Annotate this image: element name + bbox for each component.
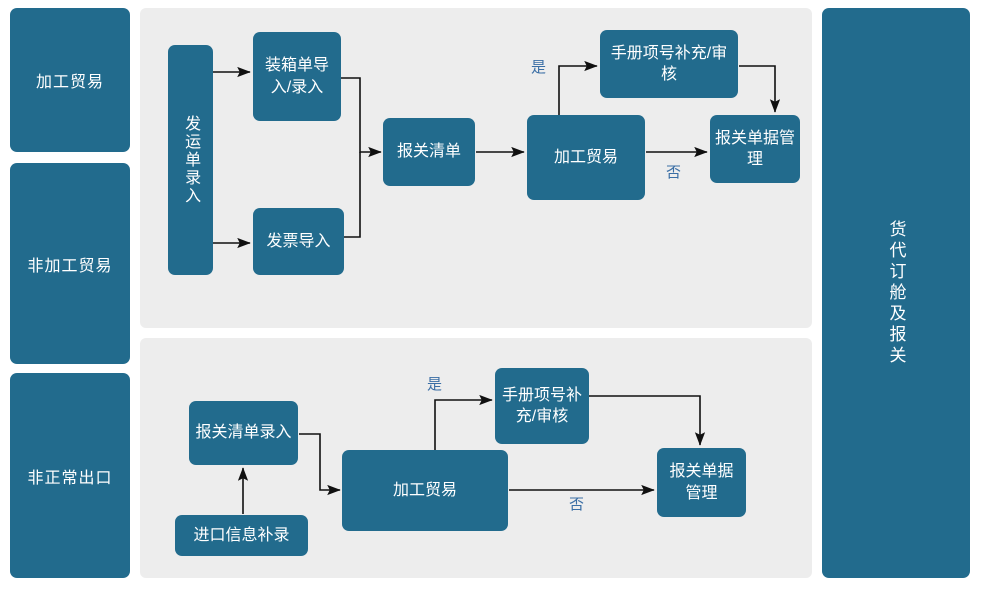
edge-label-no-bottom: 否: [569, 493, 584, 514]
right-sidebar-label: 货代订舱及报关: [886, 219, 906, 367]
node-label: 报关清单录入: [195, 424, 292, 442]
node-label: 报关清单: [396, 143, 461, 161]
node-shipment-entry[interactable]: 发运单录入: [168, 45, 213, 275]
sidebar-item-non-processing-trade[interactable]: 非加工贸易: [10, 163, 130, 364]
node-customs-list[interactable]: 报关清单: [383, 118, 475, 186]
node-label: 加工贸易: [392, 481, 457, 499]
edge-label-no-top: 否: [666, 161, 681, 182]
node-label: 手册项号补充/审核: [501, 386, 582, 425]
node-label: 装箱单导入/录入: [264, 57, 329, 96]
edge-label-text: 否: [569, 496, 585, 513]
sidebar-item-processing-trade[interactable]: 加工贸易: [10, 8, 130, 152]
node-customs-doc-mgmt-bottom[interactable]: 报关单据管理: [657, 448, 746, 517]
node-packing-list-import[interactable]: 装箱单导入/录入: [253, 32, 341, 121]
edge-label-yes-bottom: 是: [427, 373, 442, 394]
node-label: 加工贸易: [553, 148, 618, 166]
sidebar-item-label: 非正常出口: [27, 469, 113, 487]
node-customs-doc-mgmt-top[interactable]: 报关单据管理: [710, 115, 800, 183]
sidebar-item-label: 非加工贸易: [27, 257, 113, 275]
node-processing-trade-top[interactable]: 加工贸易: [527, 115, 645, 200]
sidebar-item-abnormal-export[interactable]: 非正常出口: [10, 373, 130, 578]
edge-label-text: 是: [531, 59, 547, 76]
node-processing-trade-bottom[interactable]: 加工贸易: [342, 450, 508, 531]
edge-label-text: 是: [427, 376, 443, 393]
node-customs-list-entry[interactable]: 报关清单录入: [189, 401, 298, 465]
node-label: 报关单据管理: [715, 129, 796, 168]
node-manual-item-review-top[interactable]: 手册项号补充/审核: [600, 30, 738, 98]
node-label: 进口信息补录: [193, 526, 290, 544]
sidebar-item-label: 加工贸易: [35, 74, 104, 91]
node-import-info-supplement[interactable]: 进口信息补录: [175, 515, 308, 556]
node-label: 发票导入: [266, 232, 331, 250]
node-label: 报关单据管理: [669, 463, 734, 502]
node-manual-item-review-bottom[interactable]: 手册项号补充/审核: [495, 368, 589, 444]
node-label: 发运单录入: [182, 115, 200, 205]
edge-label-yes-top: 是: [531, 56, 546, 77]
edge-label-text: 否: [666, 164, 682, 181]
node-invoice-import[interactable]: 发票导入: [253, 208, 344, 275]
node-label: 手册项号补充/审核: [610, 44, 728, 83]
right-sidebar-freight-customs[interactable]: 货代订舱及报关: [822, 8, 970, 578]
